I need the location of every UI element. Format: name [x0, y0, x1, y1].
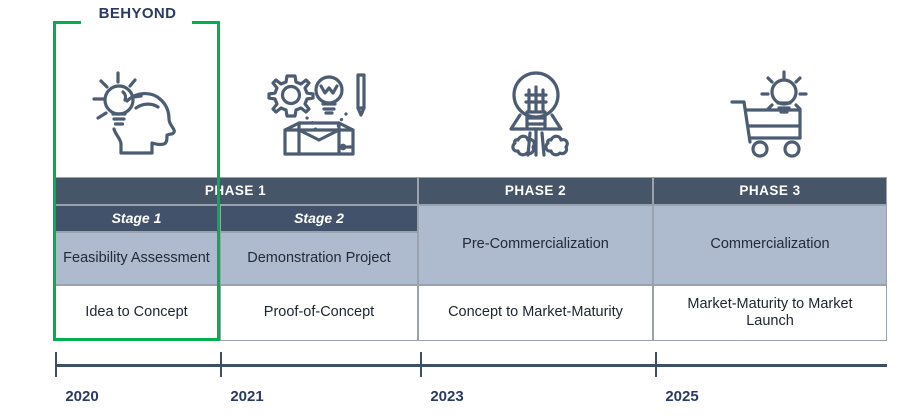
axis-label-2025: 2025 — [665, 388, 699, 405]
activity-cell-3: Pre-Commercialization — [418, 205, 653, 285]
phase-header-3: PHASE 3 — [653, 177, 887, 205]
activity-cell-4: Commercialization — [653, 205, 887, 285]
bracket-left-edge — [53, 21, 56, 341]
stage-label-2: Stage 2 — [220, 205, 418, 232]
outcome-cell-2: Proof-of-Concept — [220, 285, 418, 341]
phase-header-1: PHASE 1 — [53, 177, 418, 205]
outcome-cell-1: Idea to Concept — [53, 285, 220, 341]
icon-shopping-cart-bulb-icon — [653, 48, 887, 176]
icon-lightbulb-rocket-icon — [418, 48, 653, 176]
axis-tick-2021 — [220, 352, 222, 377]
icon-lightbulb-head-icon — [53, 48, 220, 176]
axis-tick-2025 — [655, 352, 657, 377]
axis-label-2020: 2020 — [65, 388, 99, 405]
bracket-top-right-segment — [192, 21, 220, 24]
outcome-cell-3: Concept to Market-Maturity — [418, 285, 653, 341]
phase-header-2: PHASE 2 — [418, 177, 653, 205]
icon-gear-bulb-pencil-box-icon — [220, 48, 418, 176]
activity-cell-1: Feasibility Assessment — [53, 232, 220, 285]
axis-tick-2020 — [55, 352, 57, 377]
stage-label-1: Stage 1 — [53, 205, 220, 232]
icon-row — [53, 48, 887, 176]
timeline-axis-line — [55, 364, 887, 367]
behyond-label: BEHYOND — [98, 5, 177, 22]
bracket-top-left-segment — [53, 21, 81, 24]
phase-table: PHASE 1 PHASE 2 PHASE 3 Stage 1 Stage 2 … — [53, 177, 887, 341]
axis-label-2021: 2021 — [230, 388, 264, 405]
outcome-cell-4: Market-Maturity to Market Launch — [653, 285, 887, 341]
axis-tick-2023 — [420, 352, 422, 377]
bracket-right-edge — [217, 21, 220, 341]
axis-label-2023: 2023 — [430, 388, 464, 405]
activity-cell-2: Demonstration Project — [220, 232, 418, 285]
bracket-bottom-edge — [53, 338, 220, 341]
